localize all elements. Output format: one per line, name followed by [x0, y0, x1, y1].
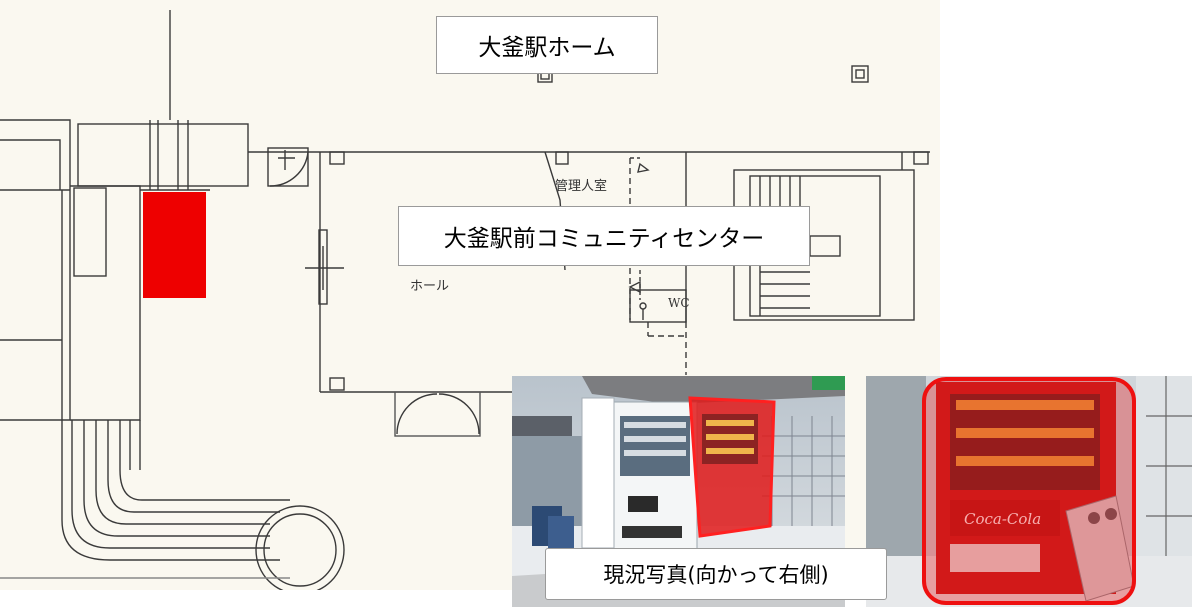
platform-label: 大釜駅ホーム — [436, 16, 658, 74]
brand-logo: Coca-Cola — [964, 510, 1041, 528]
hall-label: ホール — [410, 279, 450, 294]
wc-label: WC — [668, 296, 690, 310]
site-photo-right: Coca-Cola — [866, 376, 1192, 607]
vending-machine-marker — [143, 192, 206, 298]
photo-caption: 現況写真(向かって右側) — [545, 548, 887, 600]
highlight-frame — [922, 377, 1136, 605]
floor-plan: 管理人室 ホール WC — [0, 0, 940, 590]
manager-room-label: 管理人室 — [555, 179, 608, 194]
community-center-label: 大釜駅前コミュニティセンター — [398, 206, 810, 266]
